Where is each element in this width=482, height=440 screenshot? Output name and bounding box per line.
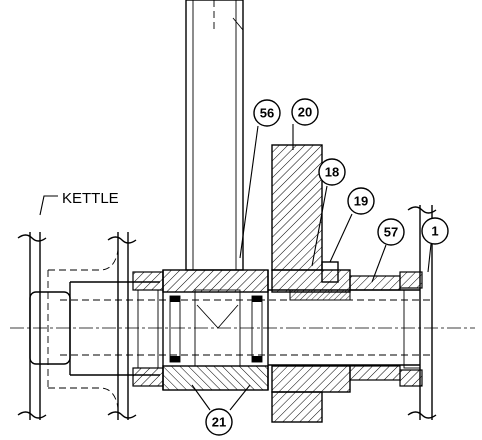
leader-lines bbox=[39, 124, 432, 411]
callout-1: 1 bbox=[421, 217, 449, 245]
callout-56-text: 56 bbox=[260, 106, 274, 121]
right-bearing bbox=[399, 271, 423, 387]
callout-21: 21 bbox=[205, 408, 233, 436]
callout-20: 20 bbox=[291, 98, 319, 126]
callout-18-text: 18 bbox=[325, 165, 339, 180]
callout-19: 19 bbox=[347, 187, 375, 215]
kettle-label: KETTLE bbox=[62, 190, 119, 207]
plate-hub bbox=[271, 261, 351, 393]
kettle-hub bbox=[47, 249, 119, 409]
callout-18: 18 bbox=[318, 158, 346, 186]
kettle-wall-left bbox=[17, 232, 47, 420]
callout-1-text: 1 bbox=[431, 224, 438, 239]
horizontal-shaft bbox=[29, 281, 430, 376]
callout-56: 56 bbox=[253, 99, 281, 127]
callout-57: 57 bbox=[377, 218, 405, 246]
vertical-pipe bbox=[185, 0, 244, 271]
housing-body bbox=[162, 269, 269, 391]
callout-57-text: 57 bbox=[384, 225, 398, 240]
kettle-wall-mid bbox=[107, 232, 137, 420]
callout-21-text: 21 bbox=[212, 415, 226, 430]
spacer-tube bbox=[349, 275, 401, 381]
left-bearing bbox=[132, 271, 164, 387]
callout-19-text: 19 bbox=[354, 194, 368, 209]
callout-20-text: 20 bbox=[298, 105, 312, 120]
